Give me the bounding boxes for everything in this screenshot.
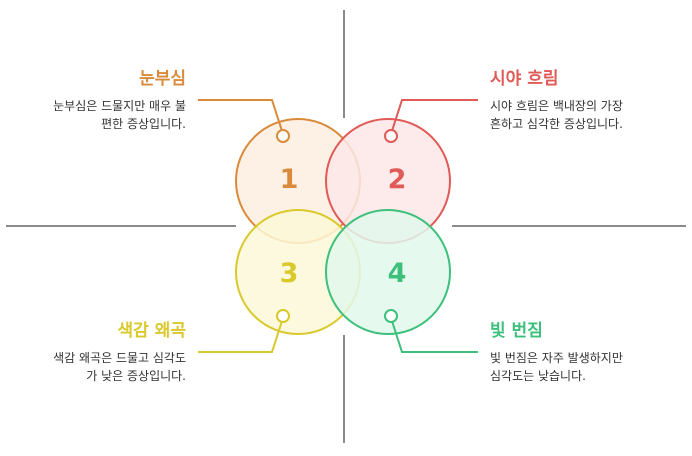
description-3: 색감 왜곡은 드물고 심각도 가 낮은 증상입니다. [53, 349, 186, 385]
connector-dot-3 [276, 309, 290, 323]
description-1-line-1: 눈부심은 드물지만 매우 불 [53, 99, 186, 113]
description-2-line-2: 흔하고 심각한 증상입니다. [490, 117, 623, 131]
description-3-line-1: 색감 왜곡은 드물고 심각도 [53, 351, 186, 365]
connector-dot-4 [384, 309, 398, 323]
circle-number-2: 2 [388, 164, 407, 195]
circle-number-4: 4 [388, 258, 407, 289]
description-3-line-2: 가 낮은 증상입니다. [86, 369, 186, 383]
connector-dot-2 [384, 129, 398, 143]
title-2: 시야 흐림 [490, 69, 559, 89]
title-3: 색감 왜곡 [117, 321, 186, 341]
description-4-line-1: 빛 번짐은 자주 발생하지만 [490, 351, 623, 365]
description-4-line-2: 심각도는 낮습니다. [490, 369, 586, 383]
circle-4 [325, 209, 451, 335]
connector-3 [198, 317, 284, 353]
description-4: 빛 번짐은 자주 발생하지만 심각도는 낮습니다. [490, 349, 623, 385]
connector-dot-1 [276, 129, 290, 143]
description-2-line-1: 시야 흐림은 백내장의 가장 [490, 99, 623, 113]
title-4: 빛 번짐 [490, 321, 543, 341]
title-1: 눈부심 [139, 69, 186, 89]
connector-2 [390, 99, 478, 135]
description-1: 눈부심은 드물지만 매우 불 편한 증상입니다. [53, 97, 186, 133]
description-2: 시야 흐림은 백내장의 가장 흔하고 심각한 증상입니다. [490, 97, 623, 133]
circle-number-1: 1 [280, 164, 299, 195]
circle-number-3: 3 [280, 258, 299, 289]
connector-1 [198, 99, 284, 135]
description-1-line-2: 편한 증상입니다. [101, 117, 186, 131]
connector-4 [390, 317, 478, 353]
